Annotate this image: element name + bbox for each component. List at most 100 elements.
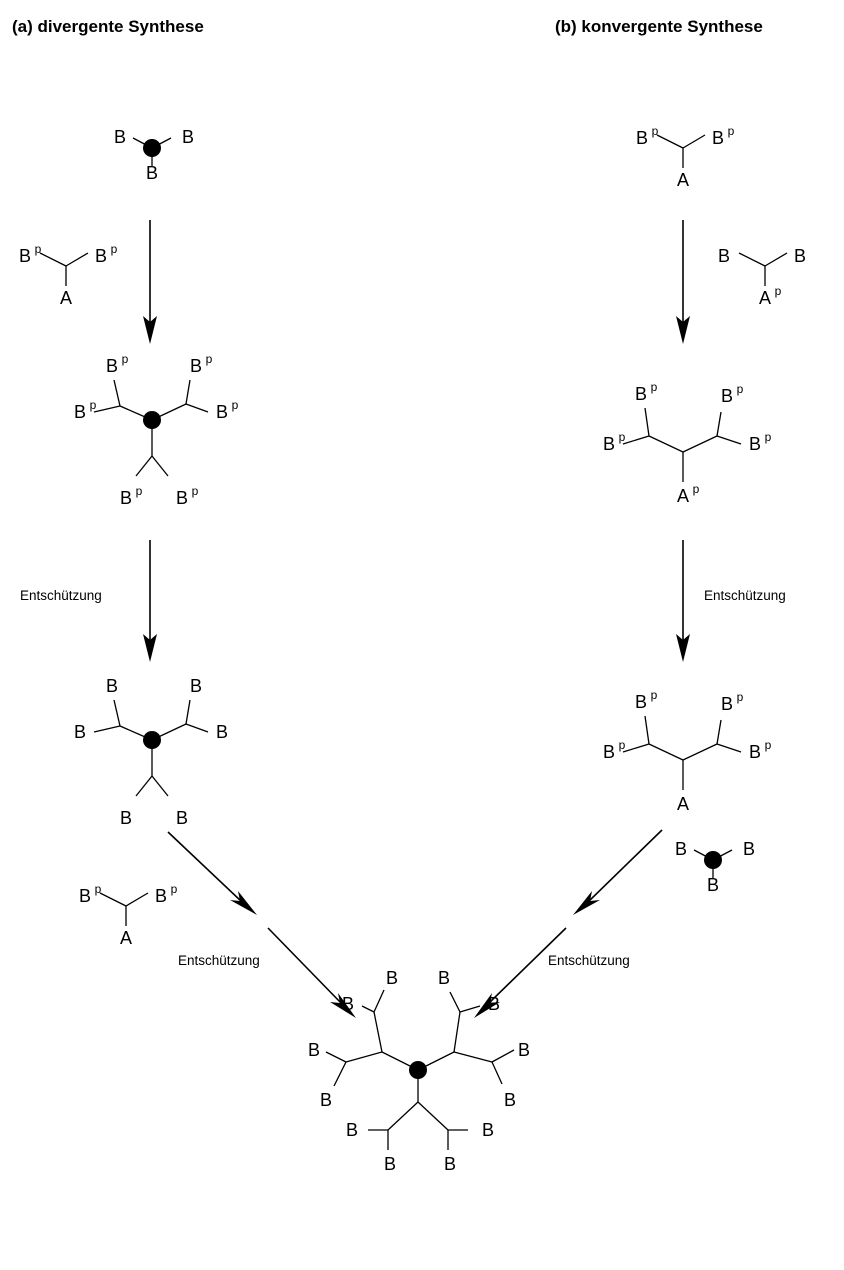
arrow-b3-lower: [474, 927, 567, 1018]
protected-atom-label: A: [677, 486, 689, 506]
bond-line: [345, 1051, 383, 1063]
atom-label: B: [182, 127, 194, 147]
atom-label: B: [518, 1040, 530, 1060]
protecting-group-mark: p: [95, 882, 102, 896]
bond-line: [113, 699, 121, 727]
arrow-b3-upper: [573, 829, 663, 915]
bond-line: [682, 134, 706, 149]
protected-atom-label: B: [19, 246, 31, 266]
reagent-deprotection-a3: Entschützung: [178, 953, 260, 968]
atom-label: B: [743, 839, 755, 859]
bond-line: [151, 455, 169, 477]
protected-atom-label: B: [603, 742, 615, 762]
atom-label: B: [794, 246, 806, 266]
bond-line: [622, 743, 650, 753]
protecting-group-mark: p: [232, 398, 239, 412]
bond-line: [716, 435, 742, 445]
bond-line: [333, 1061, 347, 1087]
protected-atom-label: B: [155, 886, 167, 906]
bond-line: [417, 1051, 455, 1071]
arrow-a1: [143, 220, 157, 344]
protecting-group-mark: p: [693, 482, 700, 496]
protecting-group-mark: p: [728, 124, 735, 138]
atom-label: A: [677, 170, 689, 190]
bond-line: [119, 405, 153, 421]
protected-atom-label: B: [190, 356, 202, 376]
reagent-deprotection-b3: Entschützung: [548, 953, 630, 968]
arrow-b1: [676, 220, 690, 344]
protecting-group-mark: p: [90, 398, 97, 412]
protected-atom-label: B: [749, 434, 761, 454]
protected-atom-label: A: [759, 288, 771, 308]
protecting-group-mark: p: [35, 242, 42, 256]
protected-atom-label: B: [74, 402, 86, 422]
bond-line: [453, 1011, 461, 1053]
protecting-group-mark: p: [192, 484, 199, 498]
protecting-group-mark: p: [111, 242, 118, 256]
bond-line: [716, 743, 742, 753]
bond-line: [361, 1005, 375, 1013]
bond-line: [682, 435, 718, 453]
bond-line: [417, 1101, 449, 1131]
bond-line: [453, 1051, 493, 1063]
bond-line: [93, 725, 121, 733]
bond-line: [185, 379, 191, 405]
atom-label: B: [342, 994, 354, 1014]
arrow-b2: [676, 540, 690, 662]
atom-label: B: [308, 1040, 320, 1060]
protecting-group-mark: p: [171, 882, 178, 896]
atom-label: B: [114, 127, 126, 147]
protected-atom-label: B: [721, 386, 733, 406]
arrow-a3-upper: [167, 831, 257, 915]
atom-label: A: [60, 288, 72, 308]
protecting-group-mark: p: [619, 738, 626, 752]
protected-atom-label: B: [603, 434, 615, 454]
protecting-group-mark: p: [651, 380, 658, 394]
bond-line: [764, 252, 788, 267]
atom-label: B: [707, 875, 719, 895]
atom-label: B: [438, 968, 450, 988]
bond-line: [135, 775, 153, 797]
header-convergent: (b) konvergente Synthese: [555, 17, 763, 36]
bond-line: [491, 1049, 515, 1063]
protecting-group-mark: p: [737, 690, 744, 704]
atom-label: B: [106, 676, 118, 696]
core-atom: [704, 851, 722, 869]
bond-line: [387, 1101, 419, 1131]
reagent-deprotection-b2: Entschützung: [704, 588, 786, 603]
protected-atom-label: B: [749, 742, 761, 762]
protected-atom-label: B: [120, 488, 132, 508]
bond-line: [185, 723, 209, 733]
protecting-group-mark: p: [136, 484, 143, 498]
bond-line: [135, 455, 153, 477]
protected-atom-label: B: [176, 488, 188, 508]
atom-label: B: [482, 1120, 494, 1140]
bond-line: [622, 435, 650, 445]
bond-line: [491, 1061, 503, 1085]
protecting-group-mark: p: [765, 738, 772, 752]
bond-line: [185, 403, 209, 413]
atom-label: B: [675, 839, 687, 859]
bond-line: [185, 699, 191, 725]
protected-atom-label: B: [106, 356, 118, 376]
bond-line: [125, 892, 149, 907]
atom-label: B: [176, 808, 188, 828]
bond-line: [151, 775, 169, 797]
arrow-a3-lower: [267, 927, 356, 1018]
protected-atom-label: B: [636, 128, 648, 148]
arrow-a2: [143, 540, 157, 662]
bond-line: [459, 1005, 481, 1013]
bond-line: [682, 743, 718, 761]
bond-line: [113, 379, 121, 407]
bond-line: [93, 405, 121, 413]
protecting-group-mark: p: [619, 430, 626, 444]
